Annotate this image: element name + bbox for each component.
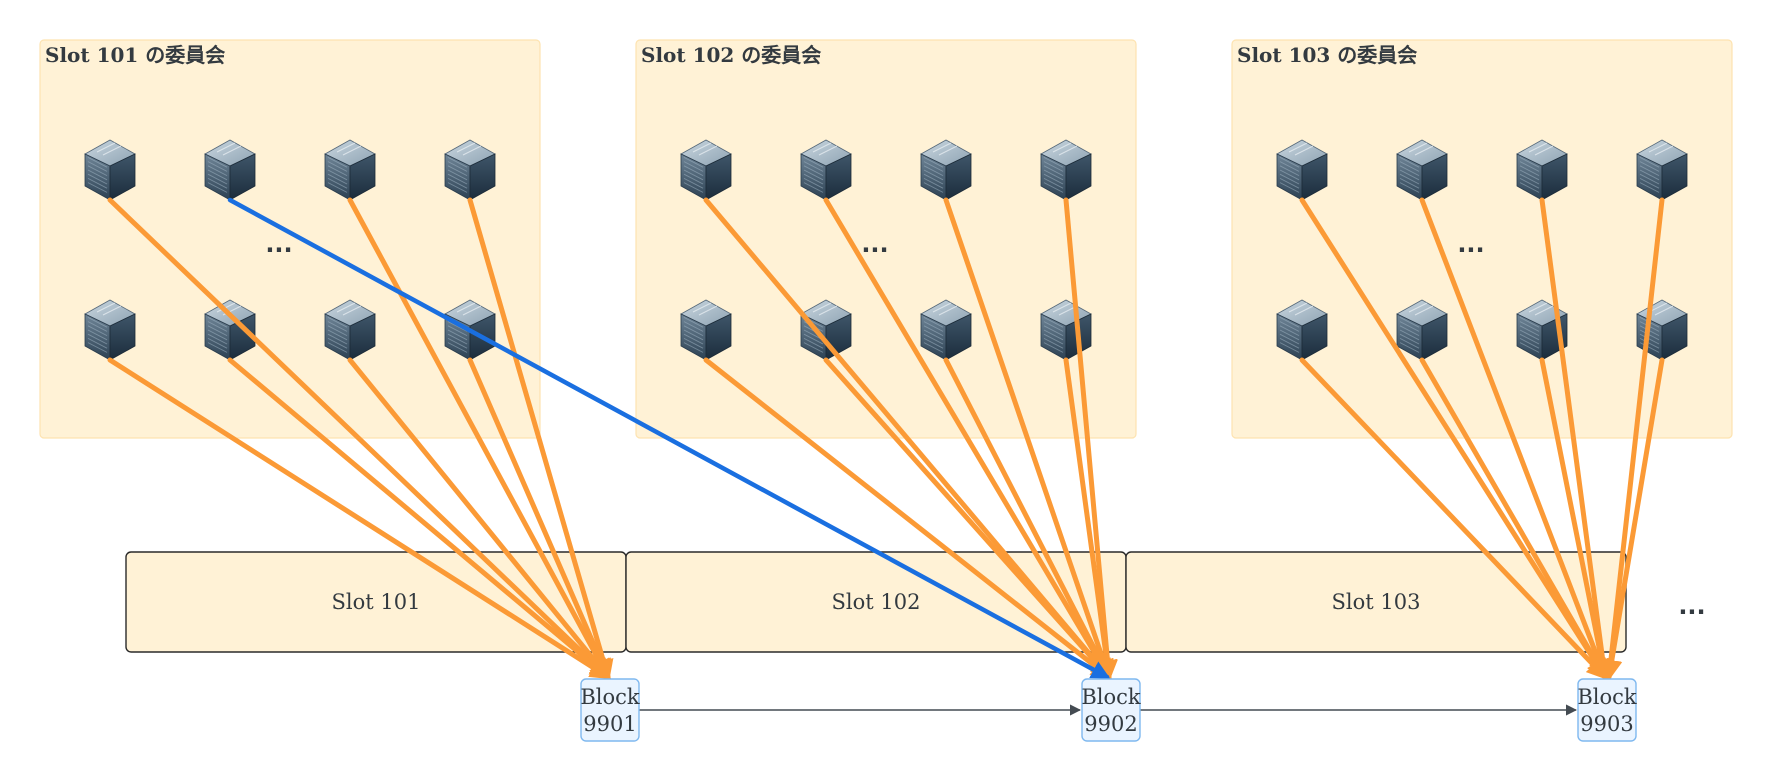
- more-validators-ellipsis: ...: [1457, 230, 1484, 258]
- slot-label: Slot 102: [832, 590, 921, 614]
- attestation-arrow: [703, 197, 1112, 681]
- attestation-arrow: [1419, 357, 1608, 681]
- committee-panel: [635, 39, 1137, 439]
- attestation-arrow: [943, 197, 1114, 681]
- server-icon: [1276, 299, 1328, 361]
- block-box: [1577, 678, 1637, 742]
- attestation-arrow: [1539, 197, 1614, 682]
- committee-title: Slot 103 の委員会: [1237, 43, 1417, 67]
- committee-panel: [1231, 39, 1733, 439]
- attestation-arrow: [107, 197, 612, 680]
- server-icon: [800, 139, 852, 201]
- committee-title: Slot 102 の委員会: [641, 43, 821, 67]
- server-icon: [920, 299, 972, 361]
- blocks: Block 9901 Block 9902 Block 9903: [580, 678, 1637, 742]
- server-icon: [1516, 139, 1568, 201]
- attestation-arrows: [107, 197, 1665, 682]
- server-icon: [1040, 139, 1092, 201]
- attestation-arrow: [1063, 357, 1118, 682]
- more-validators-ellipsis: ...: [265, 230, 292, 258]
- attestation-arrow: [467, 197, 614, 682]
- attestation-arrow: [227, 357, 612, 680]
- attestation-arrow: [703, 357, 1113, 680]
- server-icon: [204, 139, 256, 201]
- attestation-arrow: [1419, 197, 1609, 681]
- attestation-arrow: [1299, 357, 1608, 681]
- attestation-arrow: [107, 357, 612, 680]
- committee-panels: Slot 101 の委員会... Slot 102 の委員会... Slot 103…: [39, 39, 1733, 439]
- server-icon: [1636, 299, 1688, 361]
- server-icon: [444, 139, 496, 201]
- server-icon: [1636, 139, 1688, 201]
- late-attestation-arrow: [227, 197, 1111, 680]
- block-label-line2: 9902: [1084, 712, 1137, 736]
- committee-panel: [39, 39, 541, 439]
- more-slots-ellipsis: ...: [1678, 592, 1705, 620]
- slot-bar: Slot 101 Slot 102 Slot 103...: [125, 551, 1706, 653]
- server-icon: [204, 299, 256, 361]
- server-icon: [1396, 139, 1448, 201]
- attestation-arrow: [1299, 197, 1608, 681]
- validator-servers: [84, 139, 1688, 361]
- committee-title: Slot 101 の委員会: [45, 43, 225, 67]
- block-label-line1: Block: [580, 685, 640, 709]
- attestation-arrow: [943, 357, 1112, 681]
- server-icon: [680, 139, 732, 201]
- server-icon: [680, 299, 732, 361]
- block-box: [1081, 678, 1141, 742]
- block-node: Block 9903: [1577, 678, 1637, 742]
- more-validators-ellipsis: ...: [861, 230, 888, 258]
- attestation-arrow: [823, 357, 1112, 681]
- attestation-arrow: [347, 197, 611, 681]
- block-label-line2: 9903: [1580, 712, 1633, 736]
- server-icon: [324, 139, 376, 201]
- attestation-arrow: [467, 357, 611, 681]
- server-icon: [84, 139, 136, 201]
- server-icon: [920, 139, 972, 201]
- block-label-line2: 9901: [583, 712, 636, 736]
- slot-label: Slot 103: [1332, 590, 1421, 614]
- slot-cell: [1125, 551, 1627, 653]
- block-node: Block 9901: [580, 678, 640, 742]
- attestation-arrow: [1539, 357, 1613, 682]
- server-icon: [1276, 139, 1328, 201]
- attestation-arrow: [1600, 197, 1665, 682]
- attestation-arrow: [1601, 357, 1665, 682]
- server-icon: [324, 299, 376, 361]
- block-label-line1: Block: [1577, 685, 1637, 709]
- block-box: [580, 678, 640, 742]
- slot-label: Slot 101: [332, 590, 421, 614]
- attestation-arrow: [1063, 197, 1118, 682]
- attestation-arrow: [347, 357, 611, 681]
- block-label-line1: Block: [1081, 685, 1141, 709]
- attestation-arrow: [823, 197, 1112, 681]
- server-icon: [84, 299, 136, 361]
- block-node: Block 9902: [1081, 678, 1141, 742]
